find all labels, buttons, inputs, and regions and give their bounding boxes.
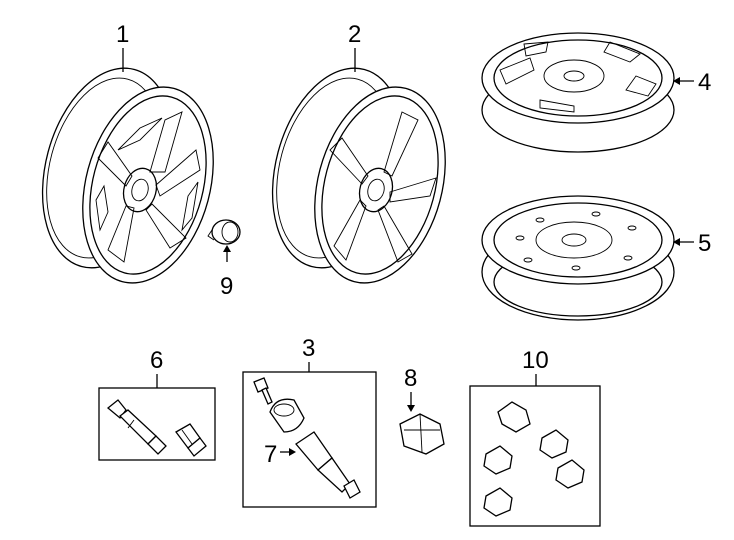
callout-2: 2 <box>348 21 361 48</box>
steel-wheel-4[interactable]: 4 <box>481 32 711 153</box>
callout-6: 6 <box>150 347 163 374</box>
callout-8: 8 <box>404 365 417 392</box>
callout-9: 9 <box>220 273 233 300</box>
callout-4: 4 <box>698 69 711 96</box>
lug-nut-8[interactable]: 8 <box>399 365 445 455</box>
alloy-wheel-1[interactable]: 1 <box>22 21 234 298</box>
callout-1: 1 <box>116 21 129 48</box>
tpms-sensor-kit-3[interactable]: 3 7 <box>242 335 377 508</box>
valve-stem-kit-6[interactable]: 6 <box>98 347 216 461</box>
center-cap-9[interactable]: 9 <box>207 219 241 300</box>
callout-5: 5 <box>698 230 711 257</box>
alloy-wheel-2[interactable]: 2 <box>252 21 466 298</box>
callout-10: 10 <box>522 347 549 374</box>
callout-3: 3 <box>302 335 315 362</box>
callout-7: 7 <box>264 441 277 468</box>
wheel-lock-kit-10[interactable]: 10 <box>469 347 601 527</box>
steel-spare-wheel-5[interactable]: 5 <box>481 195 711 321</box>
